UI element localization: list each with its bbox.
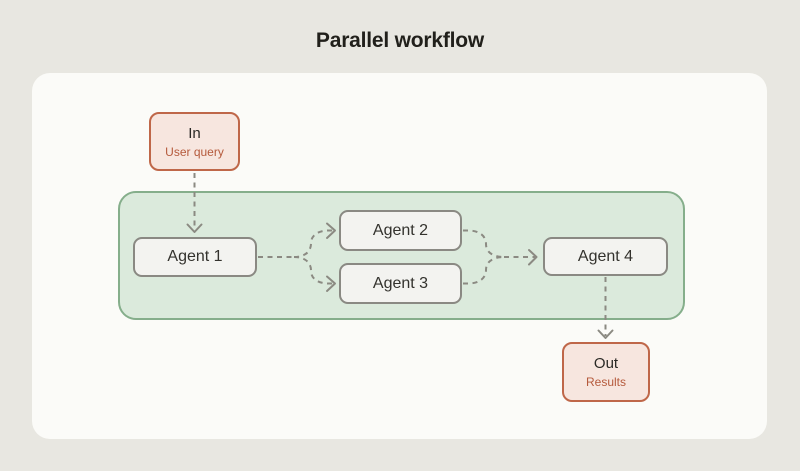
input-node-sublabel: User query (165, 144, 224, 159)
input-node-label: In (188, 124, 201, 142)
agent-node-1: Agent 1 (133, 237, 257, 277)
output-node-sublabel: Results (585, 375, 626, 389)
output-node: Out Results (562, 342, 650, 402)
agent-node-3: Agent 3 (339, 263, 462, 304)
input-node: In User query (149, 112, 240, 171)
agent-node-4: Agent 4 (543, 237, 668, 276)
agent-node-1-label: Agent 1 (167, 248, 223, 265)
diagram-title: Parallel workflow (315, 29, 485, 52)
agent-node-3-label: Agent 3 (372, 274, 429, 292)
output-node-label: Out (593, 355, 619, 372)
agent-node-2: Agent 2 (339, 210, 462, 251)
agent-node-2-label: Agent 2 (372, 221, 429, 239)
agent-node-4-label: Agent 4 (577, 247, 634, 265)
